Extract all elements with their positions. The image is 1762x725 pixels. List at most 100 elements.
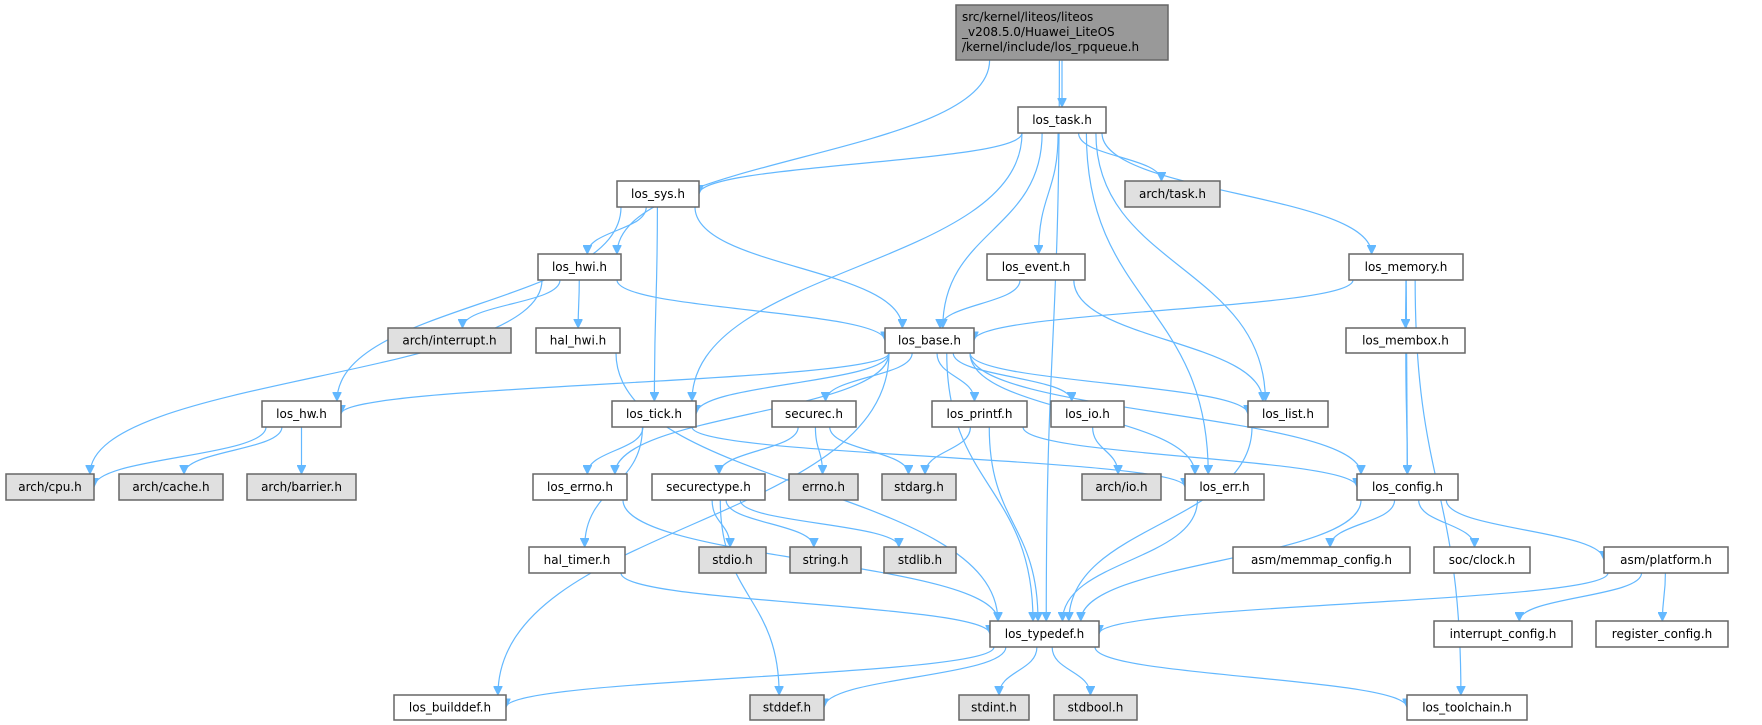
- node-los-membox[interactable]: los_membox.h: [1345, 327, 1466, 354]
- edge-los_base-to-los_errno: [615, 352, 890, 474]
- node-box: [1247, 400, 1329, 428]
- edge-los_hwi-to-los_base: [616, 279, 885, 341]
- node-stdint[interactable]: stdint.h: [958, 694, 1030, 721]
- node-hal-hwi[interactable]: hal_hwi.h: [535, 327, 621, 354]
- node-soc-clock[interactable]: soc/clock.h: [1433, 546, 1531, 574]
- node-los-hwi[interactable]: los_hwi.h: [537, 253, 622, 281]
- node-box: [1232, 546, 1411, 574]
- node-los-printf[interactable]: los_printf.h: [931, 400, 1028, 428]
- node-stdio[interactable]: stdio.h: [698, 546, 767, 574]
- node-los-builddef[interactable]: los_builddef.h: [393, 694, 507, 721]
- edge-securectype-to-stdlib: [739, 499, 899, 548]
- node-los-memory[interactable]: los_memory.h: [1348, 253, 1464, 281]
- node-los-task[interactable]: los_task.h: [1017, 106, 1107, 134]
- node-box: [651, 473, 766, 501]
- node-string[interactable]: string.h: [789, 546, 862, 574]
- node-root-file[interactable]: src/kernel/liteos/liteos_v208.5.0/Huawei…: [955, 4, 1169, 61]
- node-register-config[interactable]: register_config.h: [1595, 620, 1729, 648]
- node-stdlib[interactable]: stdlib.h: [883, 546, 957, 574]
- node-box: [986, 253, 1086, 281]
- edge-los_base-to-los_list: [969, 352, 1248, 415]
- edge-los_sys-to-los_base: [694, 206, 902, 328]
- node-los-sys[interactable]: los_sys.h: [616, 180, 700, 208]
- node-interrupt-config[interactable]: interrupt_config.h: [1433, 620, 1573, 648]
- node-box: [789, 546, 862, 574]
- node-box: [1603, 546, 1729, 574]
- edge-los_typedef-to-los_toolchain: [1094, 646, 1407, 708]
- node-stdbool[interactable]: stdbool.h: [1053, 694, 1138, 721]
- edge-los_base-to-los_typedef: [946, 352, 1033, 621]
- node-box: [989, 620, 1100, 648]
- node-stdarg[interactable]: stdarg.h: [881, 473, 957, 501]
- node-arch-cpu[interactable]: arch/cpu.h: [5, 473, 95, 501]
- node-los-event[interactable]: los_event.h: [986, 253, 1086, 281]
- edge-los_base-to-los_tick: [696, 352, 890, 415]
- edge-los_task-to-los_err: [1085, 132, 1208, 474]
- node-arch-barrier[interactable]: arch/barrier.h: [246, 473, 357, 501]
- edge-los_hwi-to-arch_interrupt: [463, 279, 561, 329]
- edge-los_hwi-to-arch_cpu: [90, 279, 543, 474]
- edge-asm_platform-to-interrupt_config: [1519, 572, 1643, 622]
- node-los-list[interactable]: los_list.h: [1247, 400, 1329, 428]
- node-box: [5, 473, 95, 501]
- edge-securectype-to-string: [725, 499, 814, 548]
- node-box: [1124, 180, 1221, 208]
- node-hal-timer[interactable]: hal_timer.h: [528, 546, 626, 574]
- edge-los_config-to-soc_clock: [1418, 499, 1475, 548]
- node-los-hw[interactable]: los_hw.h: [261, 400, 342, 428]
- node-box: [246, 473, 357, 501]
- edge-los_typedef-to-los_builddef: [506, 646, 995, 708]
- node-box: [528, 546, 626, 574]
- node-label: stddef.h: [763, 701, 811, 715]
- node-label: arch/cache.h: [132, 480, 209, 494]
- node-label: stdlib.h: [898, 553, 942, 567]
- node-los-tick[interactable]: los_tick.h: [611, 400, 697, 428]
- edge-securectype-to-stddef: [719, 499, 779, 695]
- node-box: [1406, 694, 1528, 721]
- node-asm-platform[interactable]: asm/platform.h: [1603, 546, 1729, 574]
- node-los-err[interactable]: los_err.h: [1184, 473, 1265, 501]
- node-box: [931, 400, 1028, 428]
- edge-asm_platform-to-los_typedef: [1099, 572, 1609, 635]
- node-los-base[interactable]: los_base.h: [884, 327, 975, 354]
- node-label: los_config.h: [1372, 480, 1443, 494]
- edge-los_sys-to-los_hwi: [587, 206, 647, 255]
- node-los-typedef[interactable]: los_typedef.h: [989, 620, 1100, 648]
- node-box: [1017, 106, 1107, 134]
- edge-securectype-to-stdio: [711, 499, 730, 547]
- edge-los_typedef-to-stdint: [999, 646, 1038, 696]
- node-box: [698, 546, 767, 574]
- node-arch-io[interactable]: arch/io.h: [1081, 473, 1162, 501]
- node-los-io[interactable]: los_io.h: [1050, 400, 1125, 428]
- node-box: [535, 327, 621, 354]
- node-box: [1345, 327, 1466, 354]
- edges-layer: [90, 59, 1665, 708]
- node-label: los_list.h: [1262, 407, 1314, 421]
- node-arch-cache[interactable]: arch/cache.h: [118, 473, 224, 501]
- node-asm-memmap[interactable]: asm/memmap_config.h: [1232, 546, 1411, 574]
- node-label: los_task.h: [1032, 113, 1092, 127]
- node-label: stdio.h: [712, 553, 752, 567]
- node-label-line: src/kernel/liteos/liteos: [962, 10, 1093, 24]
- node-arch-task[interactable]: arch/task.h: [1124, 180, 1221, 208]
- node-los-errno[interactable]: los_errno.h: [532, 473, 628, 501]
- node-securectype[interactable]: securectype.h: [651, 473, 766, 501]
- node-box: [387, 327, 512, 354]
- edge-los_task-to-los_memory: [1101, 132, 1372, 254]
- edge-securec-to-stdarg: [829, 426, 909, 475]
- edge-los_event-to-los_list: [1073, 279, 1263, 401]
- node-arch-interrupt[interactable]: arch/interrupt.h: [387, 327, 512, 354]
- node-label: arch/task.h: [1139, 187, 1206, 201]
- node-stddef[interactable]: stddef.h: [749, 694, 825, 721]
- node-errno[interactable]: errno.h: [788, 473, 859, 501]
- node-los-toolchain[interactable]: los_toolchain.h: [1406, 694, 1528, 721]
- edge-los_base-to-los_builddef: [498, 352, 890, 695]
- edge-los_task-to-los_tick: [692, 132, 1023, 401]
- edge-los_printf-to-stdarg: [925, 426, 972, 475]
- node-securec[interactable]: securec.h: [771, 400, 857, 428]
- node-label: los_sys.h: [631, 187, 685, 201]
- edge-root-to-los_typedef: [1046, 59, 1060, 621]
- node-los-config[interactable]: los_config.h: [1356, 473, 1459, 501]
- node-label: securectype.h: [666, 480, 751, 494]
